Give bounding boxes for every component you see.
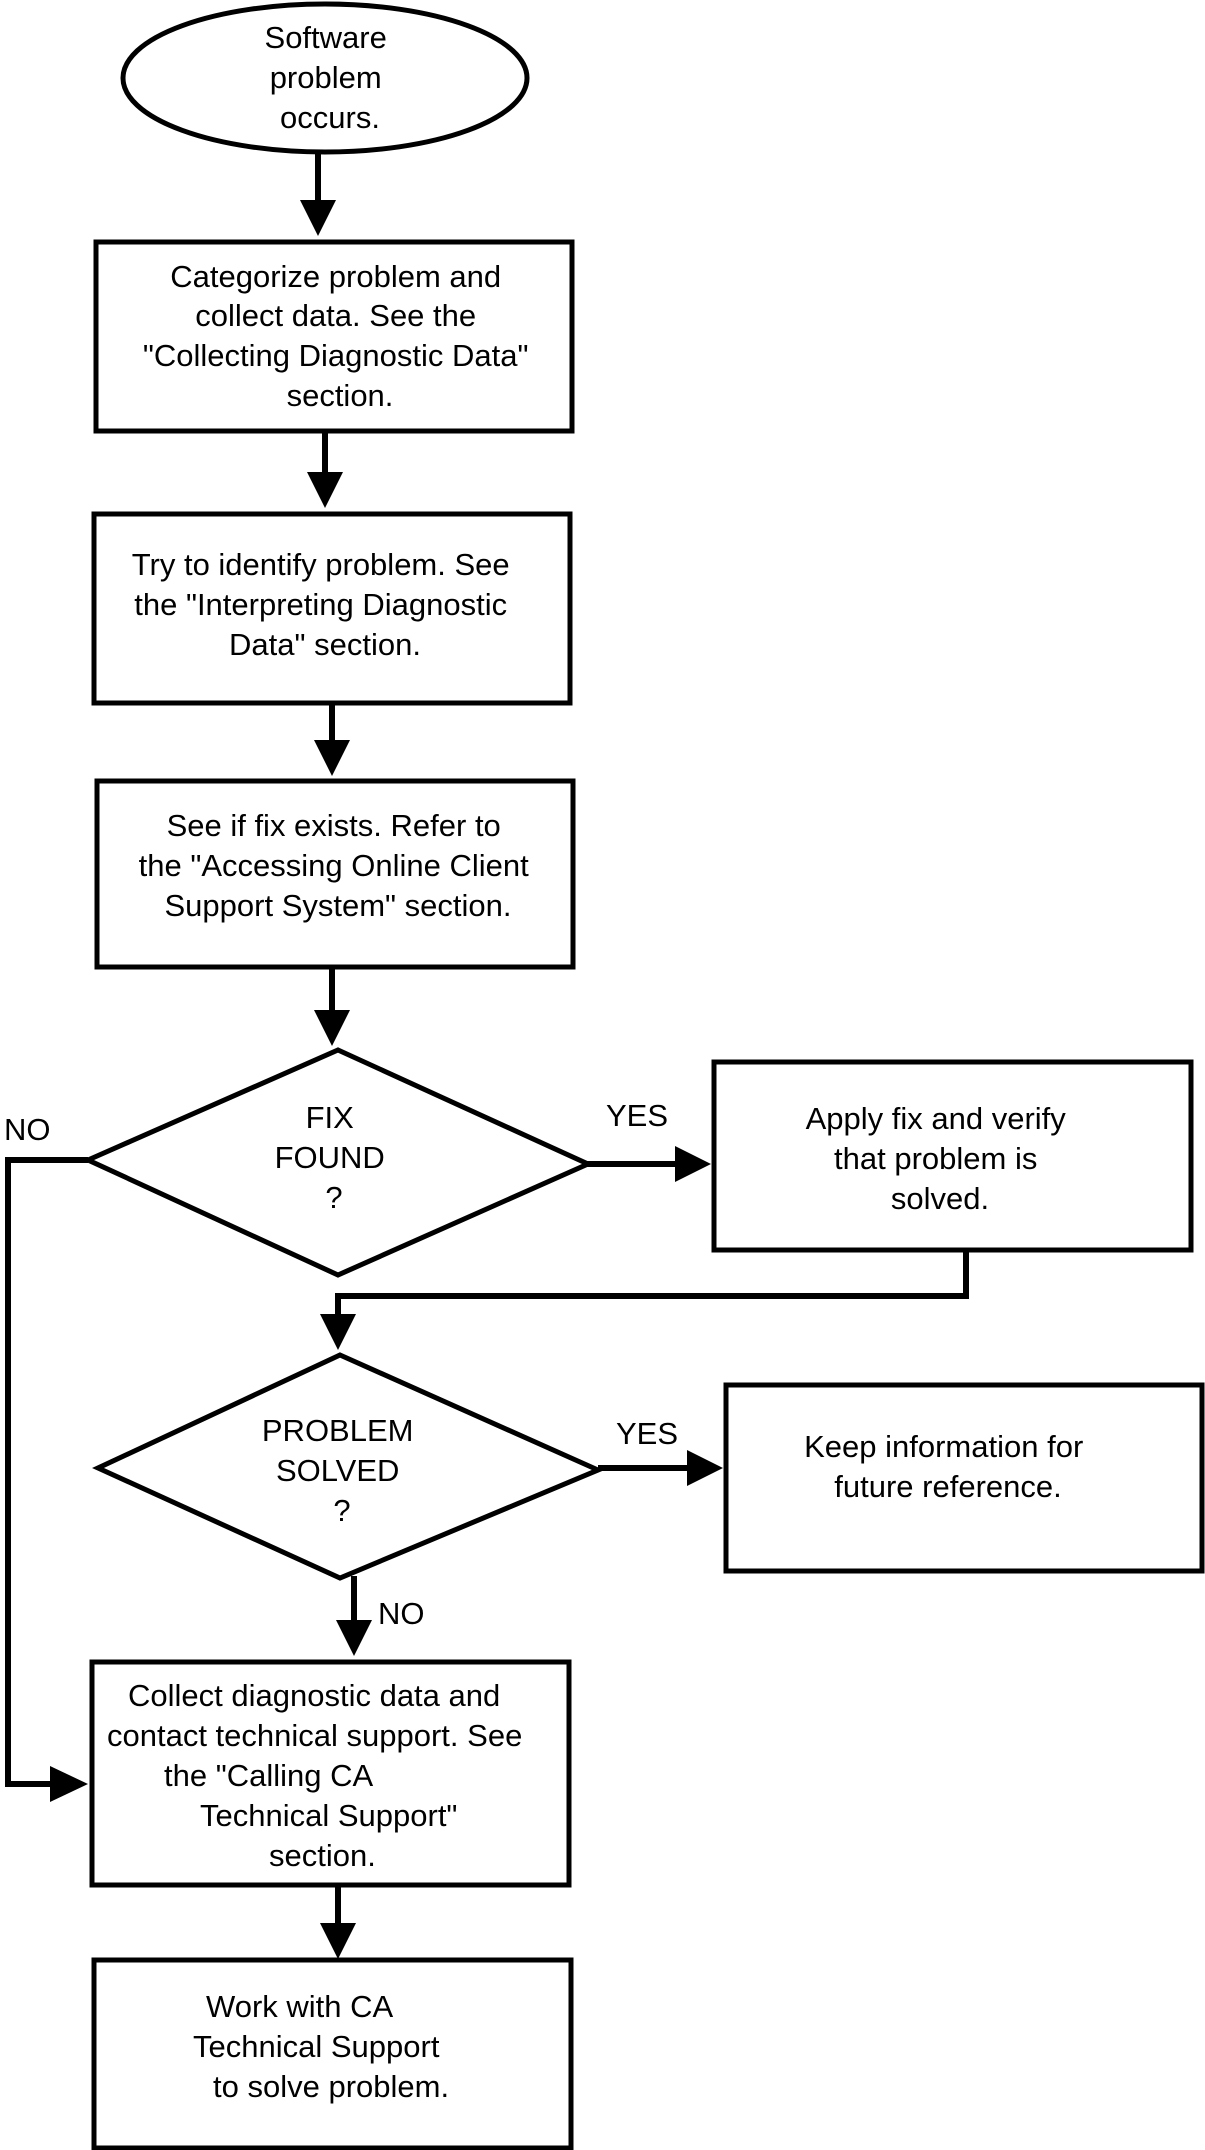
yes-label-problem-solved: YES — [616, 1416, 678, 1451]
see-if-fix-exists-text: See if fix exists. Refer to the "Accessi… — [139, 808, 538, 923]
arrowhead-apply-fix — [675, 1146, 711, 1182]
work-with-ca-text: Work with CA Technical Support to solve … — [193, 1989, 449, 2104]
collect-data-text: Categorize problem and collect data. See… — [143, 259, 537, 413]
connector-applyfix-to-solved — [335, 1250, 969, 1320]
start-terminal-text: Software problem occurs. — [265, 20, 396, 135]
problem-solved-text: PROBLEM SOLVED ? — [262, 1413, 422, 1528]
identify-problem-text: Try to identify problem. See the "Interp… — [132, 547, 519, 662]
arrowhead-work-with-ca — [320, 1923, 356, 1959]
yes-label-fix-found: YES — [606, 1098, 668, 1133]
identify-problem-box: Try to identify problem. See the "Interp… — [91, 511, 573, 706]
work-with-ca-box: Work with CA Technical Support to solve … — [91, 1957, 574, 2150]
apply-fix-box: Apply fix and verify that problem is sol… — [711, 1059, 1194, 1253]
arrowhead-seefix — [314, 740, 350, 776]
no-label-fix-found: NO — [4, 1112, 51, 1147]
collect-data-box: Categorize problem and collect data. See… — [93, 239, 575, 434]
arrowhead-fixfound — [314, 1010, 350, 1046]
connector-fixfound-no — [5, 1157, 88, 1787]
problem-solved-decision: PROBLEM SOLVED ? — [92, 1352, 605, 1581]
keep-information-box: Keep information for future reference. — [723, 1382, 1205, 1574]
arrowhead-keep-info — [687, 1450, 723, 1486]
see-if-fix-exists-box: See if fix exists. Refer to the "Accessi… — [94, 778, 576, 970]
connectors — [5, 152, 969, 1959]
arrowhead-contact-support — [336, 1620, 372, 1656]
contact-support-text: Collect diagnostic data and contact tech… — [107, 1678, 531, 1873]
contact-support-box: Collect diagnostic data and contact tech… — [89, 1659, 572, 1888]
apply-fix-text: Apply fix and verify that problem is sol… — [806, 1101, 1075, 1216]
start-terminal: Software problem occurs. — [120, 1, 530, 155]
arrowhead-problem-solved — [320, 1314, 356, 1350]
arrowhead-identify — [307, 472, 343, 508]
arrowhead-collect — [300, 200, 336, 236]
no-label-problem-solved: NO — [378, 1596, 425, 1631]
fix-found-decision: FIX FOUND ? — [81, 1047, 595, 1278]
keep-information-text: Keep information for future reference. — [804, 1429, 1092, 1504]
fix-found-text: FIX FOUND ? — [275, 1100, 394, 1215]
arrowhead-contact-support-left — [50, 1766, 88, 1802]
